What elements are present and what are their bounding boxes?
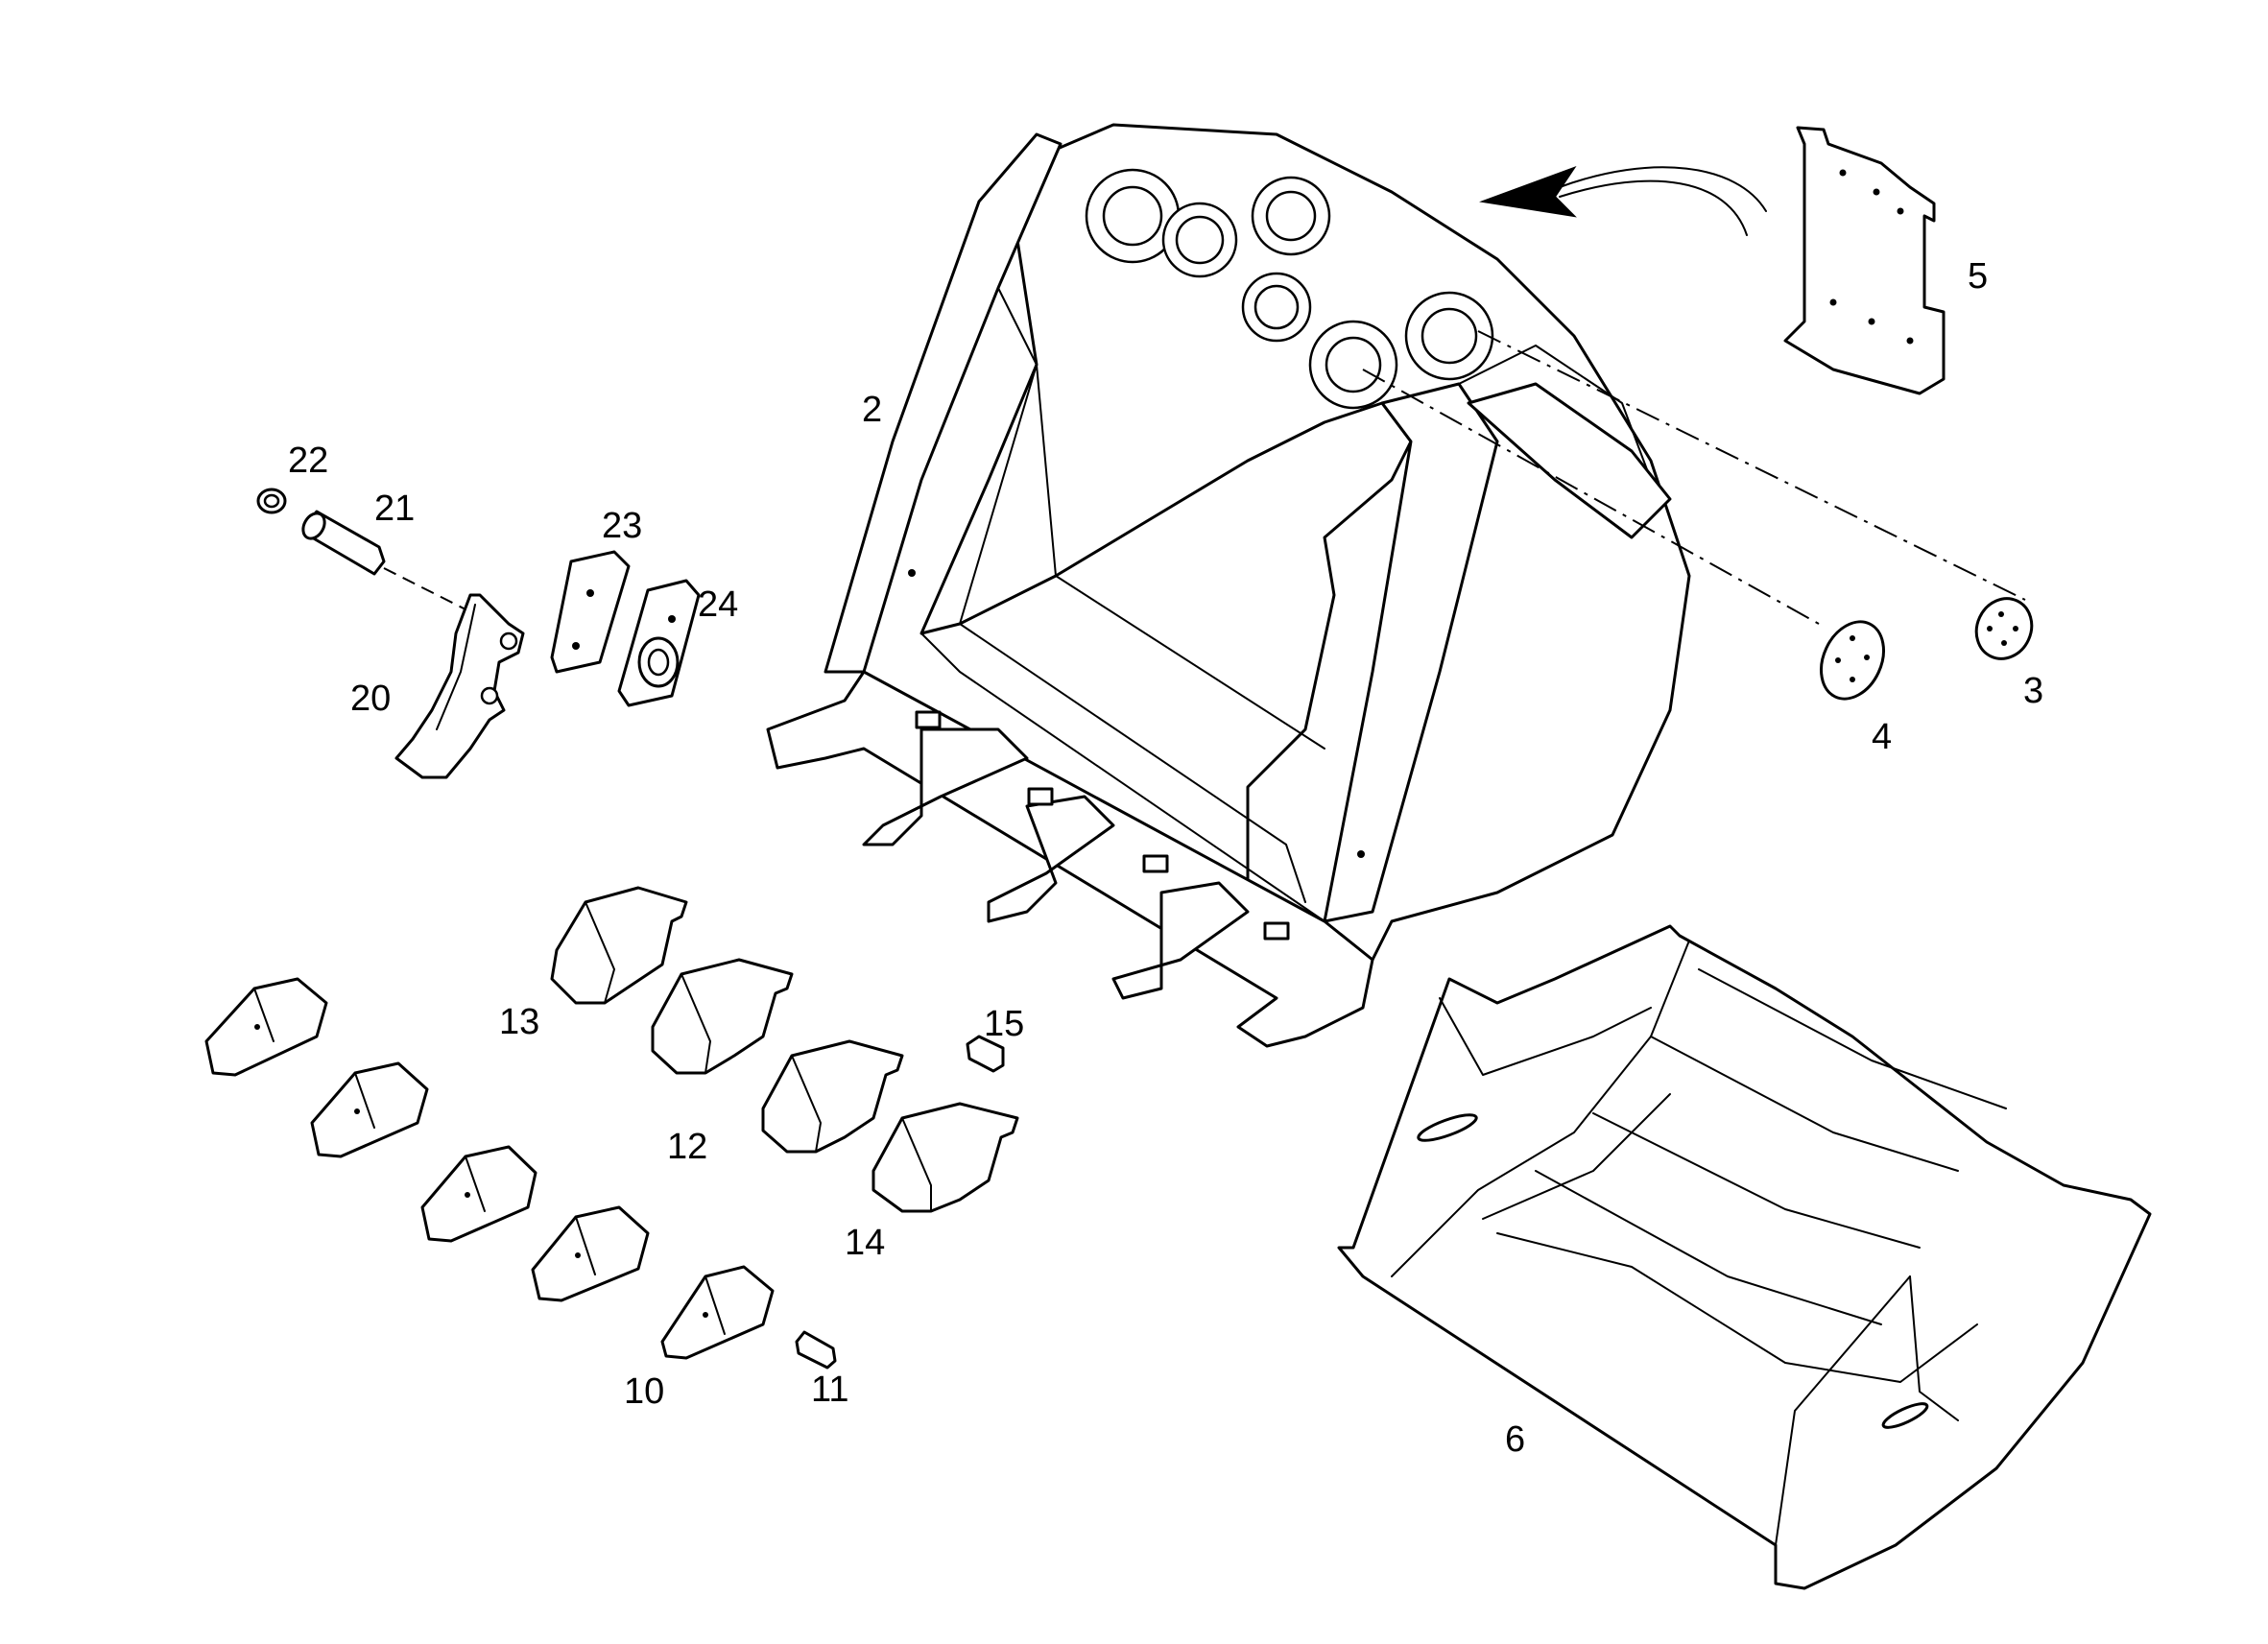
callout-22: 22 bbox=[288, 441, 328, 481]
pin-11 bbox=[795, 1330, 837, 1370]
callout-5: 5 bbox=[1968, 256, 1988, 297]
adapter-20 bbox=[394, 593, 525, 779]
tooth-adapter-12 bbox=[761, 1039, 904, 1154]
tooth-tip-10 bbox=[310, 1061, 429, 1158]
callout-15: 15 bbox=[984, 1004, 1024, 1044]
callout-14: 14 bbox=[845, 1223, 885, 1263]
callout-6: 6 bbox=[1505, 1419, 1525, 1460]
arrow-icon bbox=[1479, 166, 1767, 236]
callout-4: 4 bbox=[1872, 717, 1892, 757]
pin-21 bbox=[301, 510, 386, 576]
tooth-tip-10 bbox=[204, 977, 328, 1077]
callout-10: 10 bbox=[624, 1371, 664, 1412]
tooth-adapter-13 bbox=[550, 886, 688, 1005]
cover-disc-4 bbox=[1820, 620, 1885, 701]
ring-22 bbox=[256, 488, 287, 514]
cover-disc-3 bbox=[1974, 597, 2034, 660]
callout-3: 3 bbox=[2023, 671, 2043, 711]
wear-plate-5 bbox=[1783, 126, 1946, 395]
callout-20: 20 bbox=[350, 679, 391, 719]
tooth-adapter-14 bbox=[871, 1102, 1019, 1213]
tooth-tip-10 bbox=[420, 1145, 537, 1243]
callout-21: 21 bbox=[374, 488, 415, 529]
callout-12: 12 bbox=[667, 1127, 707, 1167]
plate-24 bbox=[617, 579, 701, 707]
callout-11: 11 bbox=[811, 1370, 848, 1410]
callout-24: 24 bbox=[698, 584, 738, 625]
tooth-tip-10 bbox=[660, 1265, 775, 1360]
liner-6 bbox=[1337, 924, 2152, 1590]
pin-15 bbox=[966, 1035, 1005, 1073]
plate-23 bbox=[550, 550, 631, 674]
callout-13: 13 bbox=[499, 1002, 539, 1042]
callout-23: 23 bbox=[602, 506, 642, 546]
callout-2: 2 bbox=[862, 390, 882, 430]
tooth-tip-10 bbox=[531, 1205, 650, 1302]
tooth-adapter-12 bbox=[651, 958, 794, 1075]
bucket-body bbox=[766, 123, 1691, 1048]
